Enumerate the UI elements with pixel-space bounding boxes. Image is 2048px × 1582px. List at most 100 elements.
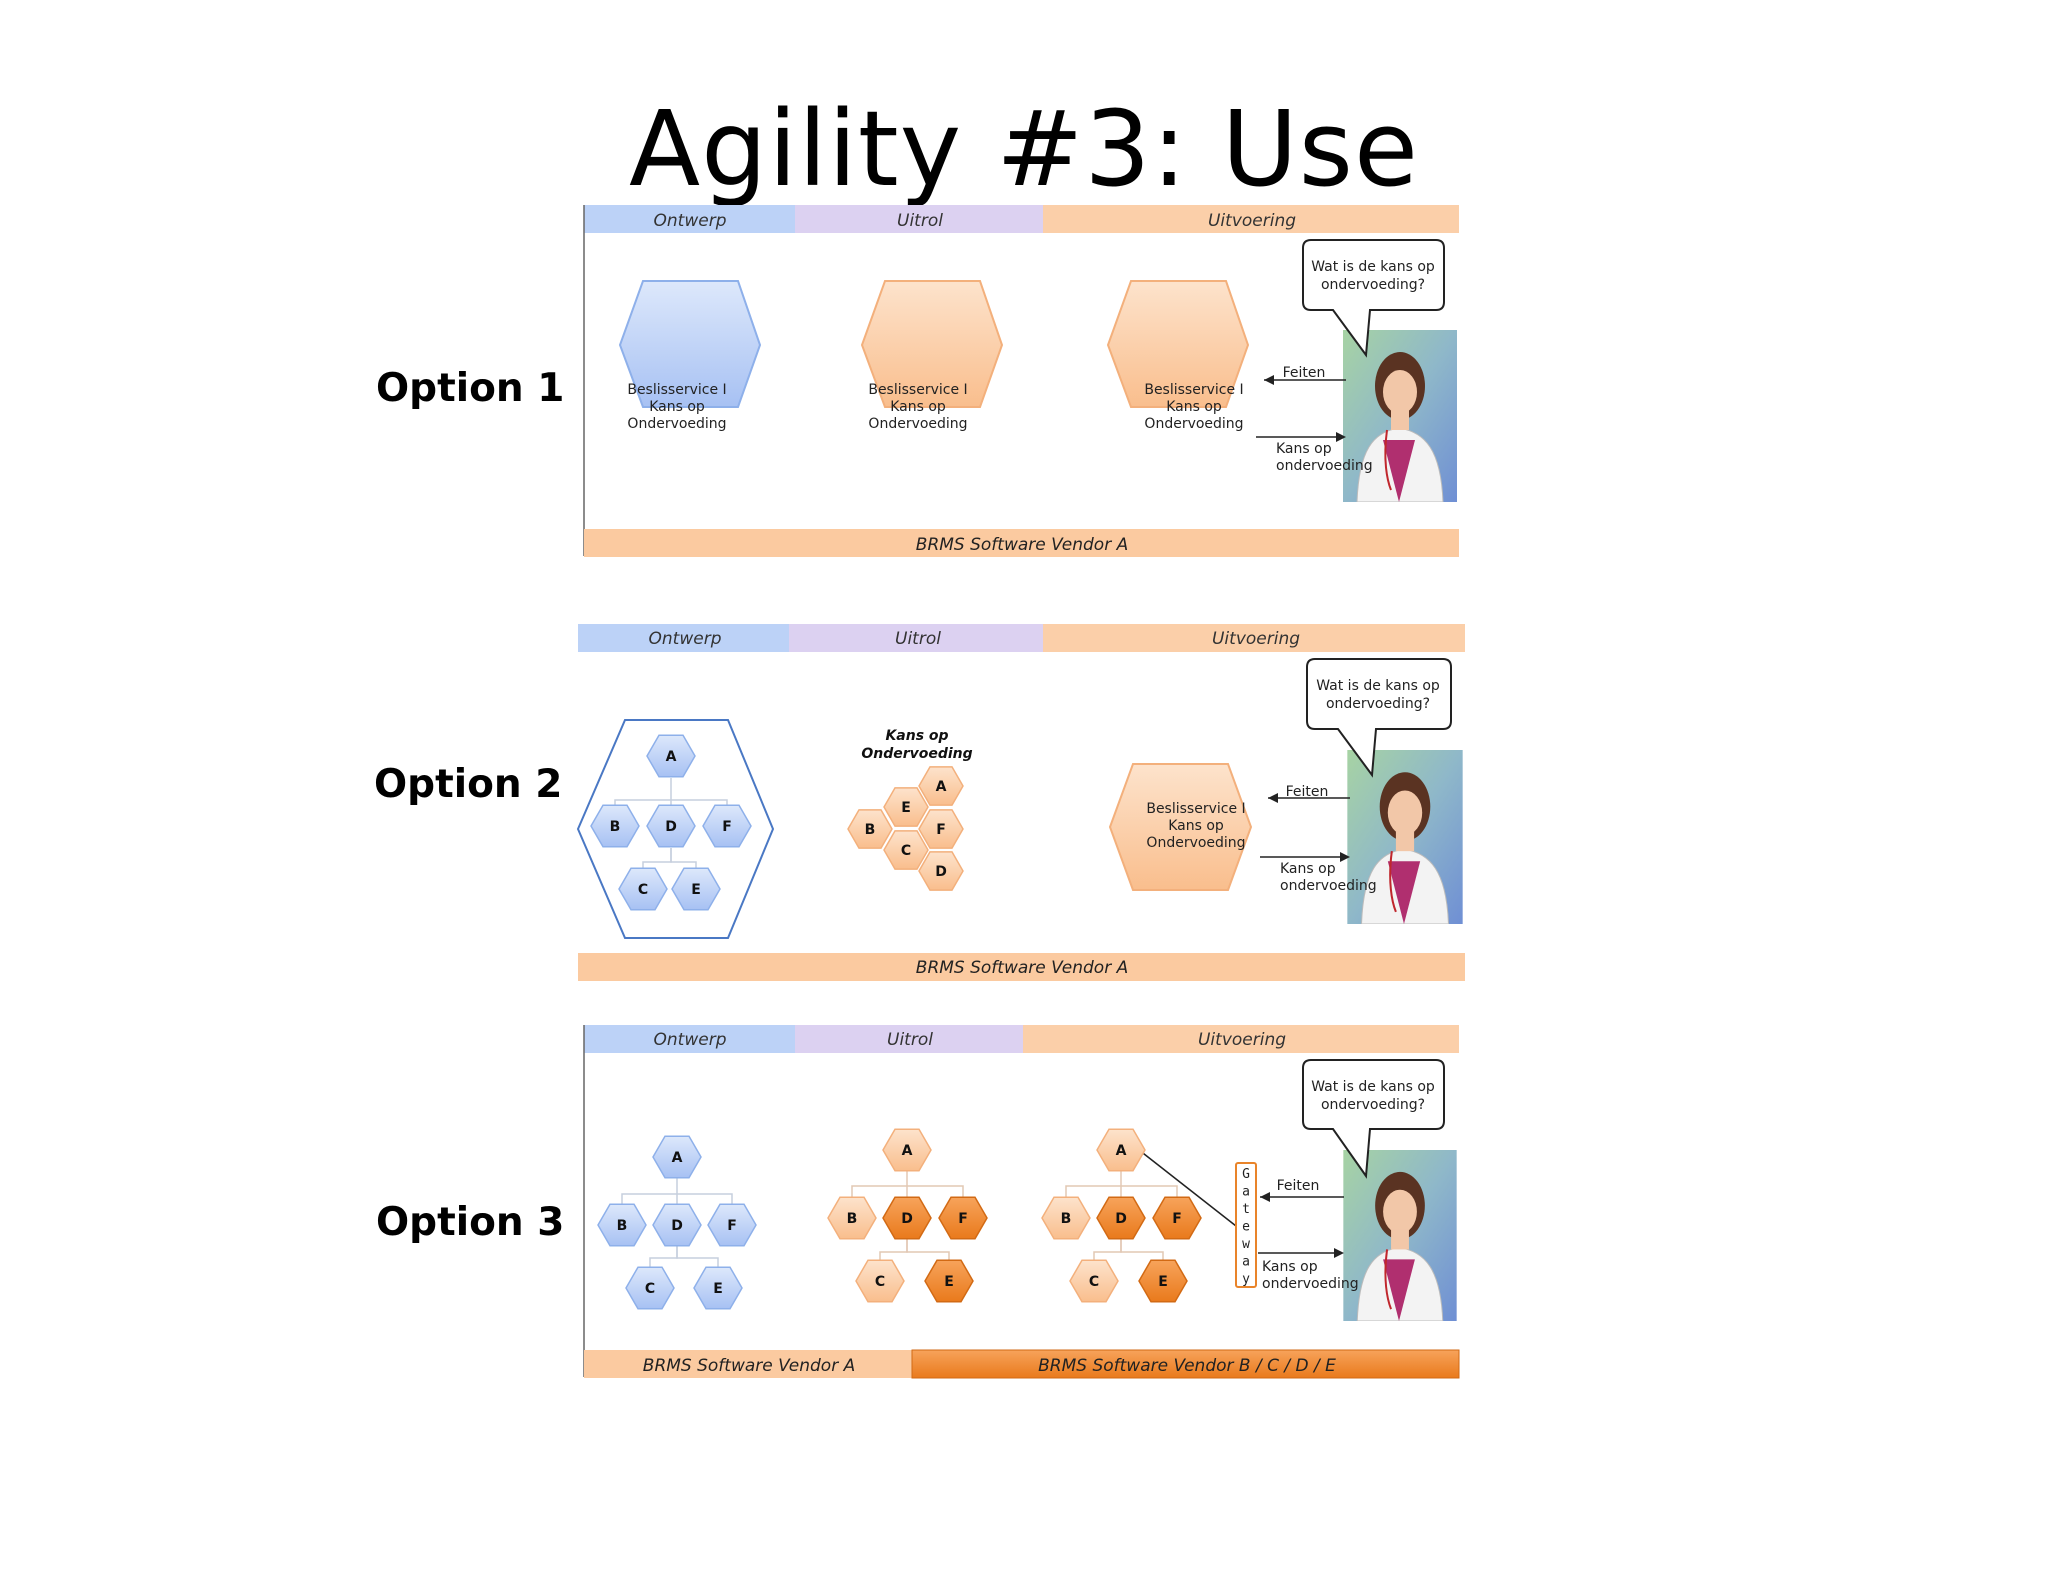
person-photo-icon: [1346, 750, 1464, 924]
node-b: B: [590, 804, 640, 848]
option-1-diagram: Ontwerp Uitrol Uitvoering BRMS Software …: [583, 205, 1459, 557]
phase-label-uitvoering: Uitvoering: [1198, 1030, 1286, 1050]
facts-label: Feiten: [1277, 1178, 1320, 1194]
node-hexagon: [847, 809, 893, 849]
node-hexagon: [1152, 1196, 1202, 1240]
node-hexagon: [646, 804, 696, 848]
node-label: E: [1158, 1274, 1168, 1290]
node-label: B: [617, 1218, 628, 1234]
kans-title-line1: Kans op: [885, 728, 948, 744]
node-hexagon: [1069, 1259, 1119, 1303]
node-d: D: [918, 851, 964, 891]
service-hexagon-uitvoering: [1108, 763, 1253, 891]
node-f: F: [1152, 1196, 1202, 1240]
node-a: A: [646, 734, 696, 778]
service-line1: Beslisservice I: [1146, 801, 1245, 817]
node-e: E: [883, 787, 929, 827]
gateway-letter: w: [1242, 1237, 1250, 1252]
person-photo-icon: [1343, 330, 1457, 502]
question-line1: Wat is de kans op: [1316, 678, 1440, 694]
node-a: A: [652, 1135, 702, 1179]
service-line1: Beslisservice I: [868, 382, 967, 398]
facts-label: Feiten: [1286, 784, 1329, 800]
phase-label-uitvoering: Uitvoering: [1212, 629, 1300, 649]
node-label: B: [847, 1211, 858, 1227]
node-e: E: [693, 1266, 743, 1310]
service-line2: Kans op: [1166, 399, 1222, 415]
question-line1: Wat is de kans op: [1311, 1079, 1435, 1095]
gateway-letter: y: [1242, 1272, 1250, 1287]
node-c: C: [883, 830, 929, 870]
question-line2: ondervoeding?: [1321, 277, 1425, 293]
vendor-label: BRMS Software Vendor A: [916, 958, 1128, 978]
node-a: A: [1096, 1128, 1146, 1172]
gateway-letter: e: [1242, 1220, 1250, 1235]
result-line1: Kans op: [1276, 441, 1332, 457]
node-label: D: [665, 819, 677, 835]
node-hexagon: [702, 804, 752, 848]
node-hexagon: [883, 830, 929, 870]
question-bubble: [1306, 658, 1452, 778]
node-hexagon: [1138, 1259, 1188, 1303]
node-hexagon: [652, 1203, 702, 1247]
node-hexagon: [882, 1128, 932, 1172]
question-line2: ondervoeding?: [1326, 696, 1430, 712]
node-hexagon: [671, 867, 721, 911]
service-line3: Ondervoeding: [1146, 835, 1245, 851]
result-line2: ondervoeding: [1276, 458, 1373, 474]
node-label: B: [1061, 1211, 1072, 1227]
question-line1: Wat is de kans op: [1311, 259, 1435, 275]
result-line1: Kans op: [1280, 861, 1336, 877]
node-hexagon: [883, 787, 929, 827]
node-b: B: [827, 1196, 877, 1240]
node-hexagon: [938, 1196, 988, 1240]
person-photo-icon: [1343, 1150, 1457, 1321]
result-arrowhead: [1336, 432, 1346, 442]
node-c: C: [618, 867, 668, 911]
phase-label-uitvoering: Uitvoering: [1208, 211, 1296, 231]
node-label: E: [691, 882, 701, 898]
phase-bar-uitvoering: [1043, 205, 1459, 233]
node-label: C: [901, 843, 911, 859]
phase-label-ontwerp: Ontwerp: [649, 629, 722, 649]
phase-label-uitrol: Uitrol: [897, 211, 943, 231]
service-line2: Kans op: [890, 399, 946, 415]
phase-bar-ontwerp: [584, 205, 795, 233]
node-hexagon: [590, 804, 640, 848]
node-label: F: [722, 819, 732, 835]
vendor-bar: [584, 529, 1459, 557]
node-hexagon: [646, 734, 696, 778]
service-line3: Ondervoeding: [868, 416, 967, 432]
node-hexagon: [827, 1196, 877, 1240]
execution-links: [1065, 1168, 1178, 1264]
node-e: E: [1138, 1259, 1188, 1303]
facts-arrowhead: [1260, 1192, 1270, 1202]
node-label: A: [666, 749, 677, 765]
question-bubble: [1302, 1059, 1445, 1179]
phase-label-uitrol: Uitrol: [887, 1030, 933, 1050]
node-hexagon: [918, 809, 964, 849]
facts-arrowhead: [1268, 793, 1278, 803]
node-label: B: [865, 822, 876, 838]
result-arrowhead: [1334, 1248, 1344, 1258]
option-3-label: Option 3: [376, 1200, 565, 1245]
option-2-label: Option 2: [374, 762, 563, 807]
rollout-links: [851, 1168, 964, 1264]
phase-label-ontwerp: Ontwerp: [654, 211, 727, 231]
node-hexagon: [707, 1203, 757, 1247]
gateway-link: [1138, 1149, 1237, 1227]
node-hexagon: [855, 1259, 905, 1303]
node-d: D: [1096, 1196, 1146, 1240]
service-hexagon-ontwerp: [618, 280, 762, 408]
node-f: F: [938, 1196, 988, 1240]
node-label: F: [958, 1211, 968, 1227]
node-label: D: [671, 1218, 683, 1234]
vendor-a-bar: [584, 1350, 912, 1378]
kans-title-line2: Ondervoeding: [861, 746, 972, 762]
node-hexagon: [1096, 1128, 1146, 1172]
node-a: A: [882, 1128, 932, 1172]
node-hexagon: [597, 1203, 647, 1247]
node-hexagon: [918, 766, 964, 806]
